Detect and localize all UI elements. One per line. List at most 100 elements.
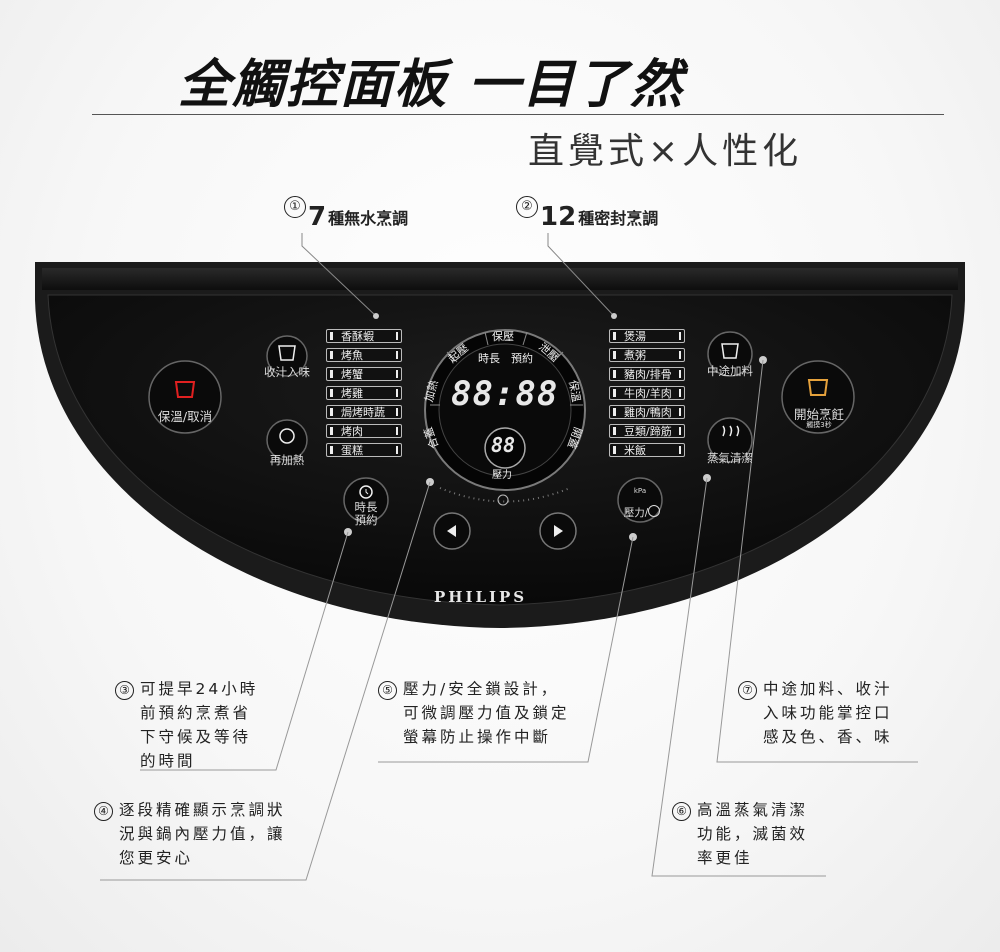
reduce-pot-icon xyxy=(278,345,296,361)
menu-key-crab[interactable]: 烤蟹 xyxy=(326,367,402,381)
info-3-line-4: 的時間 xyxy=(140,752,196,770)
reheat-button[interactable]: 再加熱 xyxy=(269,453,305,467)
menu-key-porridge[interactable]: 煮粥 xyxy=(609,348,685,362)
reheat-button-ring xyxy=(266,419,308,461)
pressure-dots-arc xyxy=(439,487,571,503)
menu-key-poultry[interactable]: 雞肉/鴨肉 xyxy=(609,405,685,419)
info-7-line-2: 入味功能掌控口 xyxy=(763,704,893,722)
start-button-ring xyxy=(781,360,855,434)
info-5-line-3: 螢幕防止操作中斷 xyxy=(403,728,552,746)
steam-icon xyxy=(722,425,740,437)
info-3-line-2: 前預約烹煮省 xyxy=(140,704,252,722)
page-title: 全觸控面板 一目了然 xyxy=(178,54,685,115)
info-7: ⑦ 中途加料、收汁 入味功能掌控口 感及色、香、味 xyxy=(738,677,893,749)
reduce-button-ring xyxy=(266,335,308,377)
info-3: ③ 可提早24小時 前預約烹煮省 下守候及等待 的時間 xyxy=(115,677,258,773)
time-display: 88:88 xyxy=(451,374,559,414)
info-7-line-1: 中途加料、收汁 xyxy=(763,680,893,698)
info-6-number: ⑥ xyxy=(672,802,691,821)
menu-key-shrimp[interactable]: 香酥蝦 xyxy=(326,329,402,343)
menu-key-meat[interactable]: 烤肉 xyxy=(326,424,402,438)
callout-1: ① 7 種無水烹調 xyxy=(284,196,409,232)
lock-icon xyxy=(648,505,660,517)
menu-key-soup[interactable]: 煲湯 xyxy=(609,329,685,343)
arrow-right-icon xyxy=(554,525,563,537)
callout-1-label: 種無水烹調 xyxy=(328,209,409,228)
info-4-number: ④ xyxy=(94,802,113,821)
brand-logo: PHILIPS xyxy=(434,588,528,606)
info-6: ⑥ 高溫蒸氣清潔 功能，滅菌效 率更佳 xyxy=(672,798,808,870)
page-subtitle: 直覺式×人性化 xyxy=(528,131,803,172)
steam-clean-button[interactable]: 蒸氣清潔 xyxy=(707,451,753,465)
title-divider xyxy=(92,114,944,115)
keep-warm-button[interactable]: 保溫/取消 xyxy=(157,409,213,424)
callout-2-count: 12 xyxy=(540,202,577,232)
menu-key-chicken[interactable]: 烤雞 xyxy=(326,386,402,400)
menu-key-pork[interactable]: 豬肉/排骨 xyxy=(609,367,685,381)
leader-5 xyxy=(378,536,634,763)
info-4: ④ 逐段精確顯示烹調狀 況與鍋內壓力值，讓 您更安心 xyxy=(94,798,286,870)
timer-button[interactable]: 時長 預約 xyxy=(354,500,378,527)
info-4-line-3: 您更安心 xyxy=(119,849,194,867)
clock-icon xyxy=(359,485,373,499)
pressure-display-label: 壓力 xyxy=(492,470,512,481)
callout-2: ② 12 種密封烹調 xyxy=(516,196,659,232)
info-5-line-2: 可微調壓力值及鎖定 xyxy=(403,704,570,722)
add-midway-button[interactable]: 中途加料 xyxy=(707,364,753,378)
info-7-number: ⑦ xyxy=(738,681,757,700)
menu-key-cake[interactable]: 蛋糕 xyxy=(326,443,402,457)
info-5-number: ⑤ xyxy=(378,681,397,700)
info-6-line-3: 率更佳 xyxy=(697,849,753,867)
keep-warm-pot-icon xyxy=(174,381,196,398)
lock-indicator xyxy=(497,494,509,506)
display-ring-inner xyxy=(438,343,572,477)
leader-6 xyxy=(651,477,826,877)
menu-key-beef[interactable]: 牛肉/羊肉 xyxy=(609,386,685,400)
ring-stage-hold: 保壓 xyxy=(492,330,514,343)
info-3-line-3: 下守候及等待 xyxy=(140,728,252,746)
menu-key-beans[interactable]: 豆類/蹄筋 xyxy=(609,424,685,438)
info-4-line-1: 逐段精確顯示烹調狀 xyxy=(119,801,286,819)
add-midway-pot-icon xyxy=(721,343,739,359)
info-3-number: ③ xyxy=(115,681,134,700)
callout-1-count: 7 xyxy=(308,202,327,232)
menu-key-fish[interactable]: 烤魚 xyxy=(326,348,402,362)
reheat-icon xyxy=(279,428,295,444)
timer-button-ring xyxy=(343,477,389,523)
add-midway-button-ring xyxy=(707,331,753,377)
pressure-display-ring xyxy=(484,427,526,469)
display-label-schedule: 預約 xyxy=(511,352,533,365)
info-7-line-3: 感及色、香、味 xyxy=(763,728,893,746)
display-label-duration: 時長 xyxy=(478,352,500,365)
leader-1 xyxy=(301,233,377,317)
menu-key-rice[interactable]: 米飯 xyxy=(609,443,685,457)
info-5: ⑤ 壓力/安全鎖設計， 可微調壓力值及鎖定 螢幕防止操作中斷 xyxy=(378,677,570,749)
steam-clean-button-ring xyxy=(707,417,753,463)
pressure-display: 88 xyxy=(491,433,516,457)
leader-7 xyxy=(716,359,918,763)
start-pot-icon xyxy=(807,379,829,396)
pressure-lock-button[interactable]: 壓力/ xyxy=(623,507,649,519)
callout-2-number: ② xyxy=(516,196,538,218)
info-3-line-1: 可提早24小時 xyxy=(140,680,259,698)
leader-1-dot xyxy=(373,313,379,319)
start-button[interactable]: 開始烹飪 xyxy=(793,407,844,422)
leader-3 xyxy=(140,531,349,771)
leader-4 xyxy=(100,481,431,881)
reduce-button[interactable]: 收汁入味 xyxy=(264,365,310,379)
arrow-left-icon xyxy=(447,525,456,537)
leader-2-dot xyxy=(611,313,617,319)
ring-separators xyxy=(430,331,583,406)
panel-top-band xyxy=(42,268,958,290)
callout-1-number: ① xyxy=(284,196,306,218)
leader-2 xyxy=(547,233,615,317)
pressure-unit: kPa xyxy=(633,487,647,495)
start-hint: 觸摸3秒 xyxy=(806,421,832,429)
callout-2-label: 種密封烹調 xyxy=(578,209,659,228)
menu-key-vegetables[interactable]: 焗烤時蔬 xyxy=(326,405,402,419)
info-4-line-2: 況與鍋內壓力值，讓 xyxy=(119,825,286,843)
info-5-line-1: 壓力/安全鎖設計， xyxy=(403,680,560,698)
info-6-line-1: 高溫蒸氣清潔 xyxy=(697,801,809,819)
info-6-line-2: 功能，滅菌效 xyxy=(697,825,809,843)
